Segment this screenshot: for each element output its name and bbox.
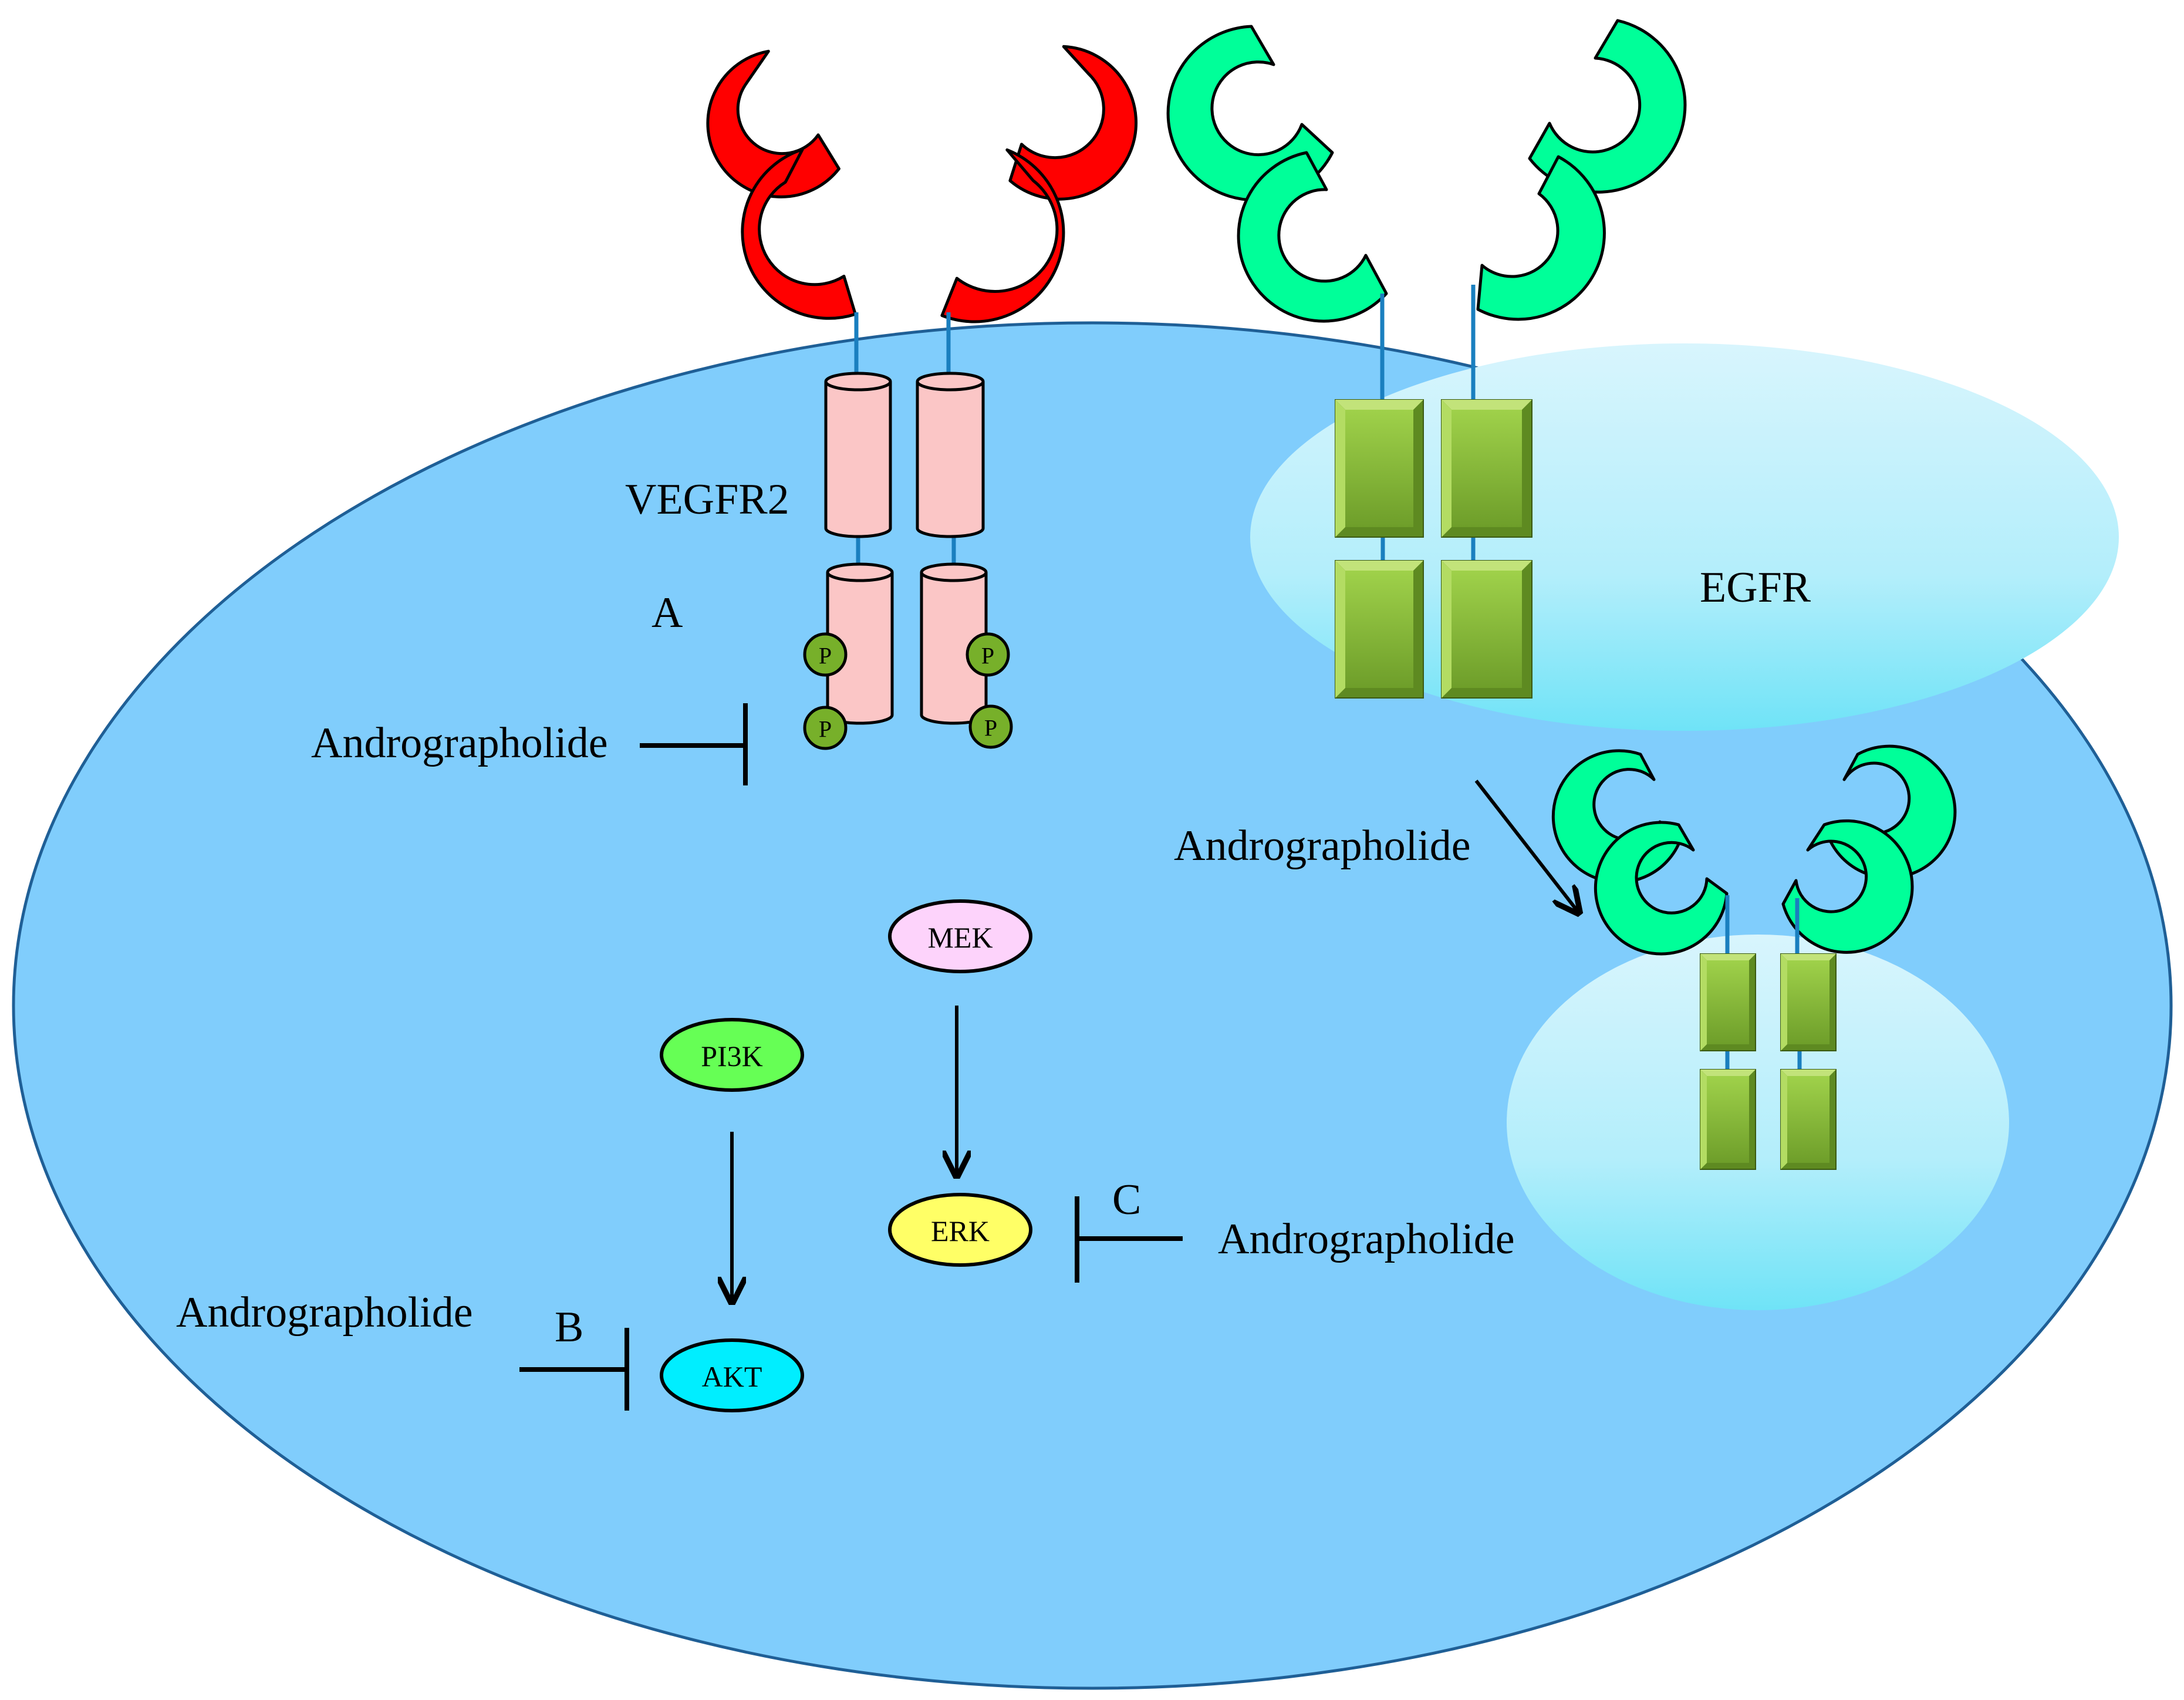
svg-text:AKT: AKT	[702, 1360, 762, 1393]
egfr-ligand-upper-right	[1476, 19, 1687, 321]
svg-text:P: P	[981, 643, 994, 669]
akt-node: AKT	[660, 1338, 804, 1412]
egfr-ligand-lower-left	[1551, 749, 1729, 956]
inhibition-bar-a	[640, 703, 748, 785]
label-c: C	[1112, 1176, 1141, 1224]
label-a: A	[652, 589, 683, 637]
label-b: B	[555, 1303, 583, 1351]
egfr-upper-stalks	[1380, 285, 1476, 561]
svg-text:PI3K: PI3K	[701, 1040, 763, 1072]
vegfr2-label: VEGFR2	[625, 475, 789, 524]
egfr-lower-blocks	[1700, 953, 1837, 1170]
egfr-ligand-upper-left	[1166, 25, 1388, 323]
egfr-label: EGFR	[1700, 564, 1811, 612]
vegfr2-ligand-left	[706, 49, 857, 320]
vegfr2-ligand-right	[940, 45, 1138, 323]
egfr-receptor-lower	[1551, 744, 1957, 1170]
phospho-site-3: P	[966, 632, 1010, 677]
egfr-ligand-lower-right	[1781, 744, 1957, 954]
andrographolide-label-b: Andrographolide	[176, 1289, 473, 1337]
svg-text:ERK: ERK	[931, 1215, 990, 1247]
svg-text:P: P	[819, 716, 832, 743]
mek-node: MEK	[888, 899, 1032, 973]
pi3k-node: PI3K	[660, 1018, 804, 1092]
vegfr2-transmembrane-cylinders	[824, 372, 985, 538]
svg-text:P: P	[984, 715, 997, 741]
phospho-site-1: P	[803, 632, 848, 677]
egfr-receptor-upper	[1166, 19, 1687, 699]
andrographolide-label-a: Andrographolide	[311, 719, 608, 767]
erk-node: ERK	[888, 1193, 1032, 1267]
phospho-site-2: P	[803, 706, 848, 750]
inhibition-bar-c	[1075, 1196, 1183, 1283]
egfr-lipid-raft-lower	[1507, 935, 2009, 1310]
egfr-upper-blocks	[1335, 399, 1532, 699]
egfr-lower-stalks	[1725, 895, 1802, 1070]
andrographolide-label-egfr: Andrographolide	[1174, 822, 1471, 870]
vegfr2-receptor: P P P P	[706, 45, 1138, 750]
inhibition-bar-b	[519, 1328, 629, 1411]
svg-text:P: P	[819, 643, 832, 669]
phospho-site-4: P	[968, 704, 1013, 749]
andrographolide-label-c: Andrographolide	[1218, 1215, 1515, 1263]
internalization-arrow	[1474, 780, 1579, 913]
svg-text:MEK: MEK	[927, 921, 993, 954]
